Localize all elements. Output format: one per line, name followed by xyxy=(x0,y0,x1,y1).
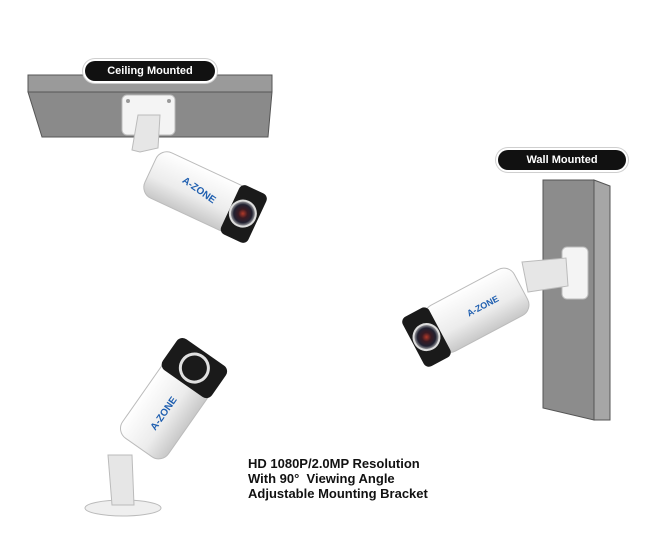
ceiling-mounted-label: Ceiling Mounted xyxy=(85,61,215,81)
wall-slab xyxy=(542,179,611,421)
ceiling-camera: A-ZONE xyxy=(121,94,267,243)
feature-viewing-angle: With 90° Viewing Angle xyxy=(248,471,395,486)
feature-bracket: Adjustable Mounting Bracket xyxy=(248,486,428,501)
feature-resolution: HD 1080P/2.0MP Resolution xyxy=(248,456,420,471)
feature-list: HD 1080P/2.0MP Resolution With 90° Viewi… xyxy=(248,456,428,501)
wall-mounted-label: Wall Mounted xyxy=(498,150,626,170)
standing-camera: A-ZONE xyxy=(84,338,228,517)
wall-camera: A-ZONE xyxy=(402,246,589,367)
